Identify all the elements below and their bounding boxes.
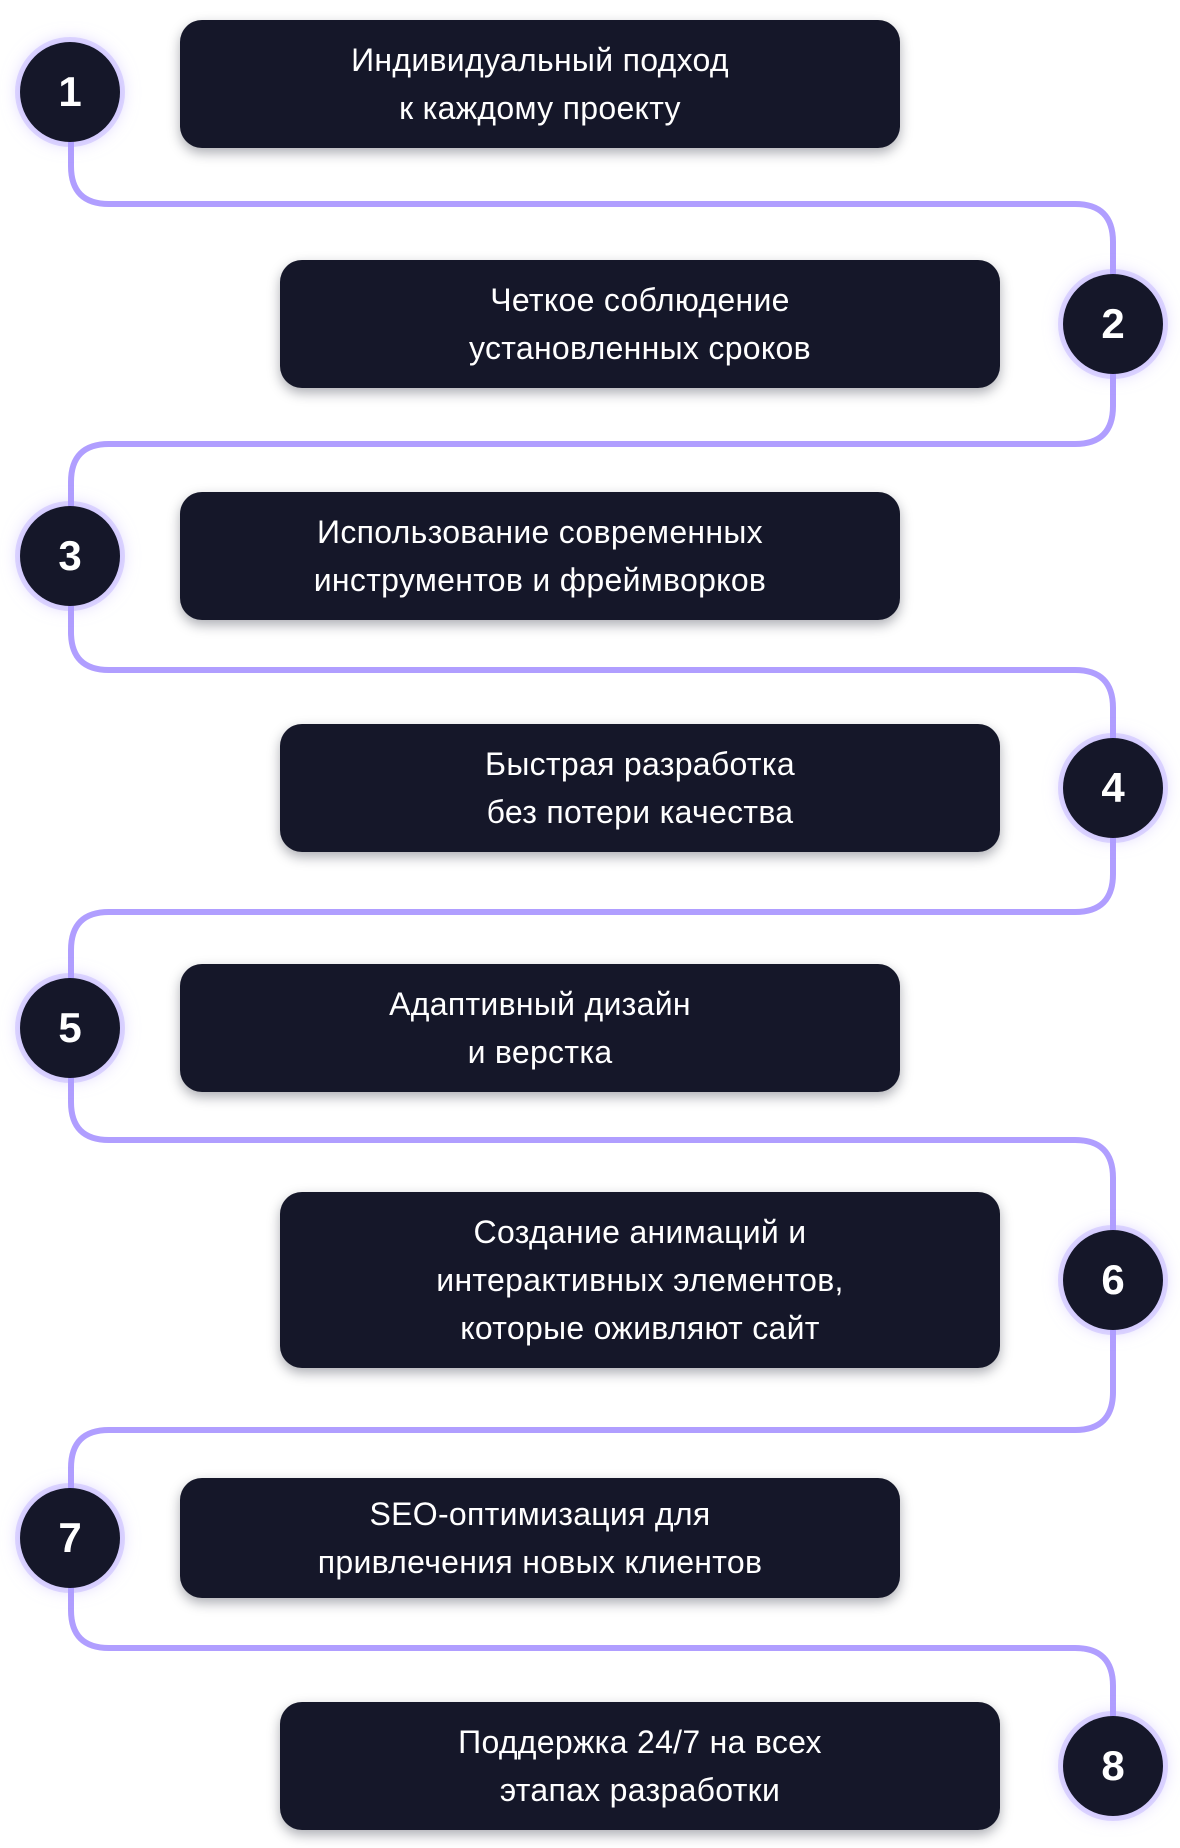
step-card: Индивидуальный подход к каждому проекту [180, 20, 900, 148]
step-text: Поддержка 24/7 на всех этапах разработки [458, 1724, 822, 1808]
step-text: Быстрая разработка без потери качества [485, 746, 795, 830]
step-text: Создание анимаций и интерактивных элемен… [436, 1214, 844, 1346]
step-number: 4 [1101, 764, 1125, 811]
step-number: 5 [58, 1004, 82, 1051]
step-text: Индивидуальный подход к каждому проекту [351, 42, 729, 126]
step-number-badge: 5 [20, 978, 120, 1078]
step-card: Адаптивный дизайн и верстка [180, 964, 900, 1092]
step-card: Четкое соблюдение установленных сроков [280, 260, 1000, 388]
step-card: Использование современных инструментов и… [180, 492, 900, 620]
step-number: 8 [1101, 1742, 1125, 1789]
step-number: 6 [1101, 1256, 1125, 1303]
step-card: Быстрая разработка без потери качества [280, 724, 1000, 852]
step-number-badge: 8 [1063, 1716, 1163, 1816]
step-number-badge: 4 [1063, 738, 1163, 838]
step-text: SEO-оптимизация для привлечения новых кл… [317, 1496, 763, 1580]
step-number-badge: 6 [1063, 1230, 1163, 1330]
step-number-badge: 3 [20, 506, 120, 606]
step-number-badge: 2 [1063, 274, 1163, 374]
step-text: Адаптивный дизайн и верстка [389, 986, 691, 1070]
step-number-badge: 1 [20, 42, 120, 142]
step-number: 3 [58, 532, 82, 579]
step-card: Создание анимаций и интерактивных элемен… [280, 1192, 1000, 1368]
step-number-badge: 7 [20, 1488, 120, 1588]
step-number: 7 [58, 1514, 82, 1561]
connector-line [68, 139, 1116, 1719]
step-card: SEO-оптимизация для привлечения новых кл… [180, 1478, 900, 1598]
step-text: Четкое соблюдение установленных сроков [469, 282, 811, 366]
step-card: Поддержка 24/7 на всех этапах разработки [280, 1702, 1000, 1830]
step-number: 2 [1101, 300, 1125, 347]
step-number: 1 [58, 68, 82, 115]
step-text: Использование современных инструментов и… [313, 514, 767, 598]
